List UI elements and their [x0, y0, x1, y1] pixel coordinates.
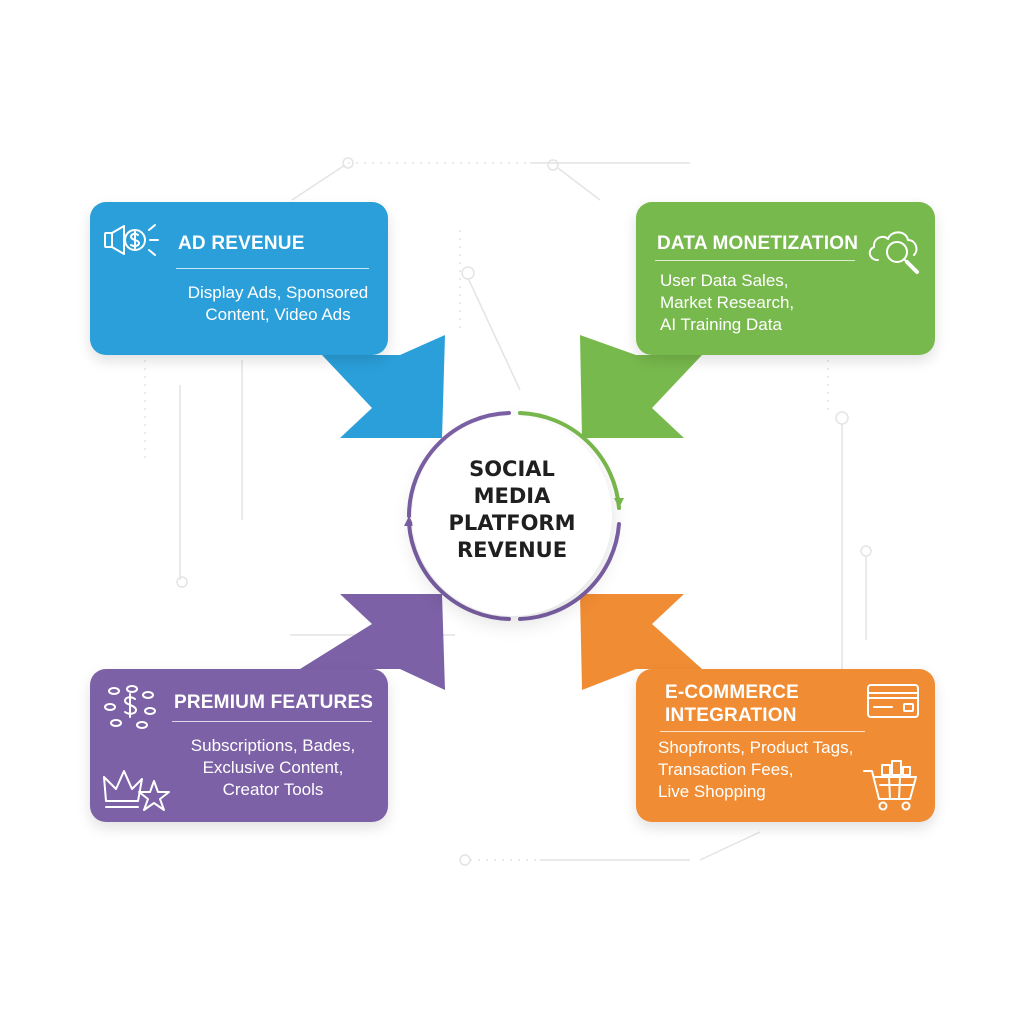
ad-revenue-divider: [176, 268, 369, 269]
credit-card-icon: [867, 684, 919, 718]
center-line-1: SOCIAL: [469, 457, 555, 481]
ecommerce-integration-title: E-COMMERCE INTEGRATION: [665, 682, 799, 726]
center-line-2: MEDIA: [473, 484, 551, 508]
ecommerce-integration-divider: [660, 731, 865, 732]
data-monetization-desc: User Data Sales, Market Research, AI Tra…: [660, 271, 795, 334]
ad-revenue-desc: Display Ads, Sponsored Content, Video Ad…: [187, 283, 369, 324]
ad-arrow: [322, 335, 445, 438]
data-arrow: [580, 335, 702, 438]
center-circle: [412, 416, 612, 616]
crown-star-icon: [103, 770, 170, 811]
shopping-cart-icon: [863, 760, 917, 811]
ecommerce-integration-card: E-COMMERCE INTEGRATION Shopfronts, Produ…: [636, 669, 935, 822]
megaphone-dollar-icon: [104, 224, 159, 256]
cloud-search-icon: [868, 231, 919, 274]
premium-features-desc: Subscriptions, Bades, Exclusive Content,…: [190, 736, 356, 799]
ad-revenue-card: AD REVENUE Display Ads, Sponsored Conten…: [90, 202, 388, 355]
coins-dollar-icon: [104, 685, 156, 729]
premium-features-divider: [172, 721, 372, 722]
ecom-arrow: [580, 594, 702, 690]
ecommerce-integration-desc: Shopfronts, Product Tags, Transaction Fe…: [658, 738, 854, 801]
premium-features-title: PREMIUM FEATURES: [174, 692, 374, 713]
center-title: SOCIAL MEDIA PLATFORM REVENUE: [412, 456, 612, 564]
center-line-4: REVENUE: [456, 538, 568, 562]
ad-revenue-title: AD REVENUE: [178, 233, 305, 254]
center-line-3: PLATFORM: [448, 511, 576, 535]
data-monetization-divider: [655, 260, 855, 261]
premium-features-card: PREMIUM FEATURES Subscriptions, Bades, E…: [90, 669, 388, 822]
premium-arrow: [300, 594, 445, 690]
data-monetization-title: DATA MONETIZATION: [657, 233, 859, 254]
data-monetization-card: DATA MONETIZATION User Data Sales, Marke…: [636, 202, 935, 355]
